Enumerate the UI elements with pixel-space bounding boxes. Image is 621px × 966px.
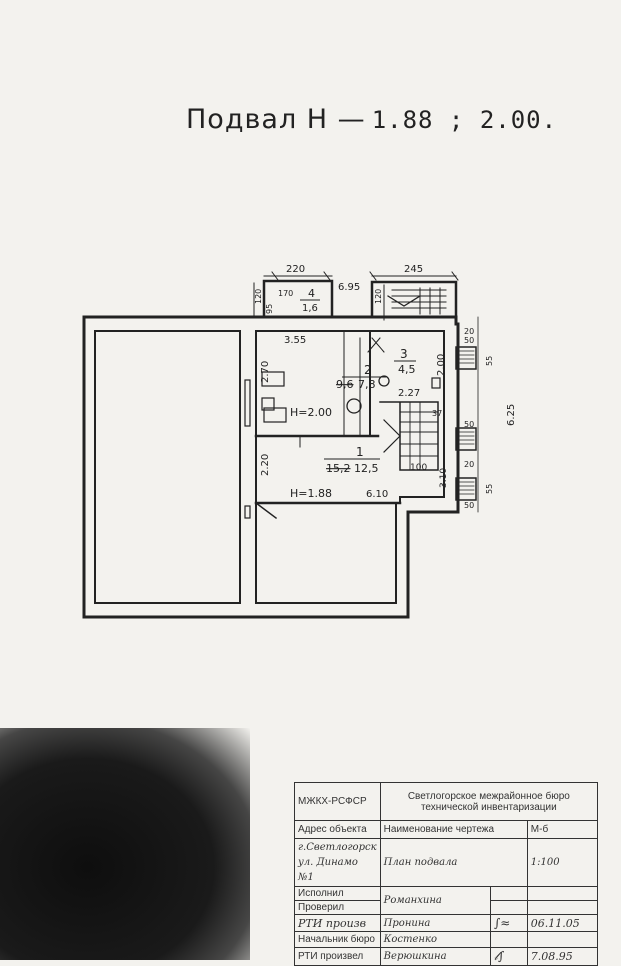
dim-100: 100 [410, 463, 427, 473]
dim-37: 37 [432, 409, 442, 418]
dim-50c: 50 [464, 420, 474, 429]
dim-170: 170 [278, 289, 293, 298]
stair-inner [379, 401, 439, 471]
dim-695: 6.95 [338, 282, 360, 293]
stamp-name-5: Верюшкина [379, 947, 492, 966]
stamp-org-left: МЖКХ-РСФСР [294, 782, 381, 821]
stamp-role-3: РТИ произв [294, 914, 381, 932]
room-2-number: 2 [364, 363, 372, 377]
height-room-2: Н=2.00 [290, 406, 332, 419]
room-4-number: 4 [308, 287, 315, 300]
room-2-area: 7,8 [358, 378, 376, 391]
title-elevation: 1.88 ; 2.00. [371, 106, 558, 134]
room-3-area: 4,5 [398, 363, 416, 376]
stamp-role-5: РТИ произвел [294, 947, 381, 966]
title-block: МЖКХ-РСФСР Светлогорское межрайонное бюр… [294, 782, 599, 966]
dim-55a: 55 [485, 356, 494, 366]
dim-270: 2.70 [260, 361, 271, 383]
dim-310: 3.10 [439, 468, 449, 488]
stamp-address: г.Светлогорск ул. Динамо №1 [294, 838, 381, 887]
stamp-date-3: 06.11.05 [526, 914, 599, 932]
inner-wall-left [94, 330, 241, 604]
room-1-area: 12,5 [354, 462, 379, 475]
stamp-h-name: Наименование чертежа [379, 820, 528, 839]
dim-220-v: 2.20 [260, 454, 271, 476]
dim-355: 3.55 [284, 335, 306, 346]
room-2-area-old: 9,6 [336, 378, 354, 391]
dim-625: 6.25 [506, 404, 517, 426]
stamp-h-address: Адрес объекта [294, 820, 381, 839]
stair-steps-top [391, 287, 447, 315]
stamp-name-3: Пронина [379, 914, 492, 932]
dim-227: 2.27 [398, 388, 420, 399]
window-pit-1 [455, 346, 477, 370]
room-4-area: 1,6 [302, 303, 318, 314]
dim-120: 120 [254, 289, 263, 304]
stamp-h-scale: М-б [526, 820, 599, 839]
dim-220: 220 [286, 264, 305, 275]
dim-20a: 20 [464, 327, 474, 336]
dim-top-245 [369, 271, 459, 281]
outer-wall [82, 315, 460, 619]
scan-shadow [0, 728, 250, 960]
dim-50b: 50 [464, 501, 474, 510]
dim-610: 6.10 [366, 489, 388, 500]
window-pit-2 [455, 427, 477, 451]
window-pit-3 [455, 477, 477, 501]
dim-245: 245 [404, 264, 423, 275]
height-room-1: Н=1.88 [290, 487, 332, 500]
dim-top-220 [263, 271, 333, 281]
address-city: г.Светлогорск [298, 842, 377, 853]
drawing-title: Подвал Н —1.88 ; 2.00. [186, 104, 557, 135]
stamp-role-1: Исполнил [294, 886, 381, 901]
room-1-number: 1 [356, 445, 364, 459]
stamp-date-5: 7.08.95 [526, 947, 599, 966]
annex-room4 [262, 279, 334, 319]
room-3-number: 3 [400, 347, 408, 361]
room-1-area-old: 15,2 [326, 462, 351, 475]
stamp-org-right: Светлогорское межрайонное бюро техническ… [379, 782, 599, 821]
dim-200: 2.00 [436, 354, 447, 376]
dim-55b: 55 [485, 484, 494, 494]
dim-20b: 20 [464, 460, 474, 469]
title-main: Подвал Н — [186, 104, 366, 135]
stamp-role-4: Начальник бюро [294, 931, 381, 948]
dim-120b: 120 [374, 289, 383, 304]
dim-50a: 50 [464, 336, 474, 345]
stamp-name-2: Романхина [379, 886, 492, 915]
dim-95: 95 [265, 304, 274, 314]
stamp-role-2: Проверил [294, 900, 381, 915]
stamp-name-4: Костенко [379, 931, 492, 948]
stamp-scale: 1:100 [526, 838, 599, 887]
annex-stair [370, 280, 458, 319]
address-street: ул. Динамо №1 [298, 857, 358, 883]
stamp-drawing-name: План подвала [379, 838, 528, 887]
